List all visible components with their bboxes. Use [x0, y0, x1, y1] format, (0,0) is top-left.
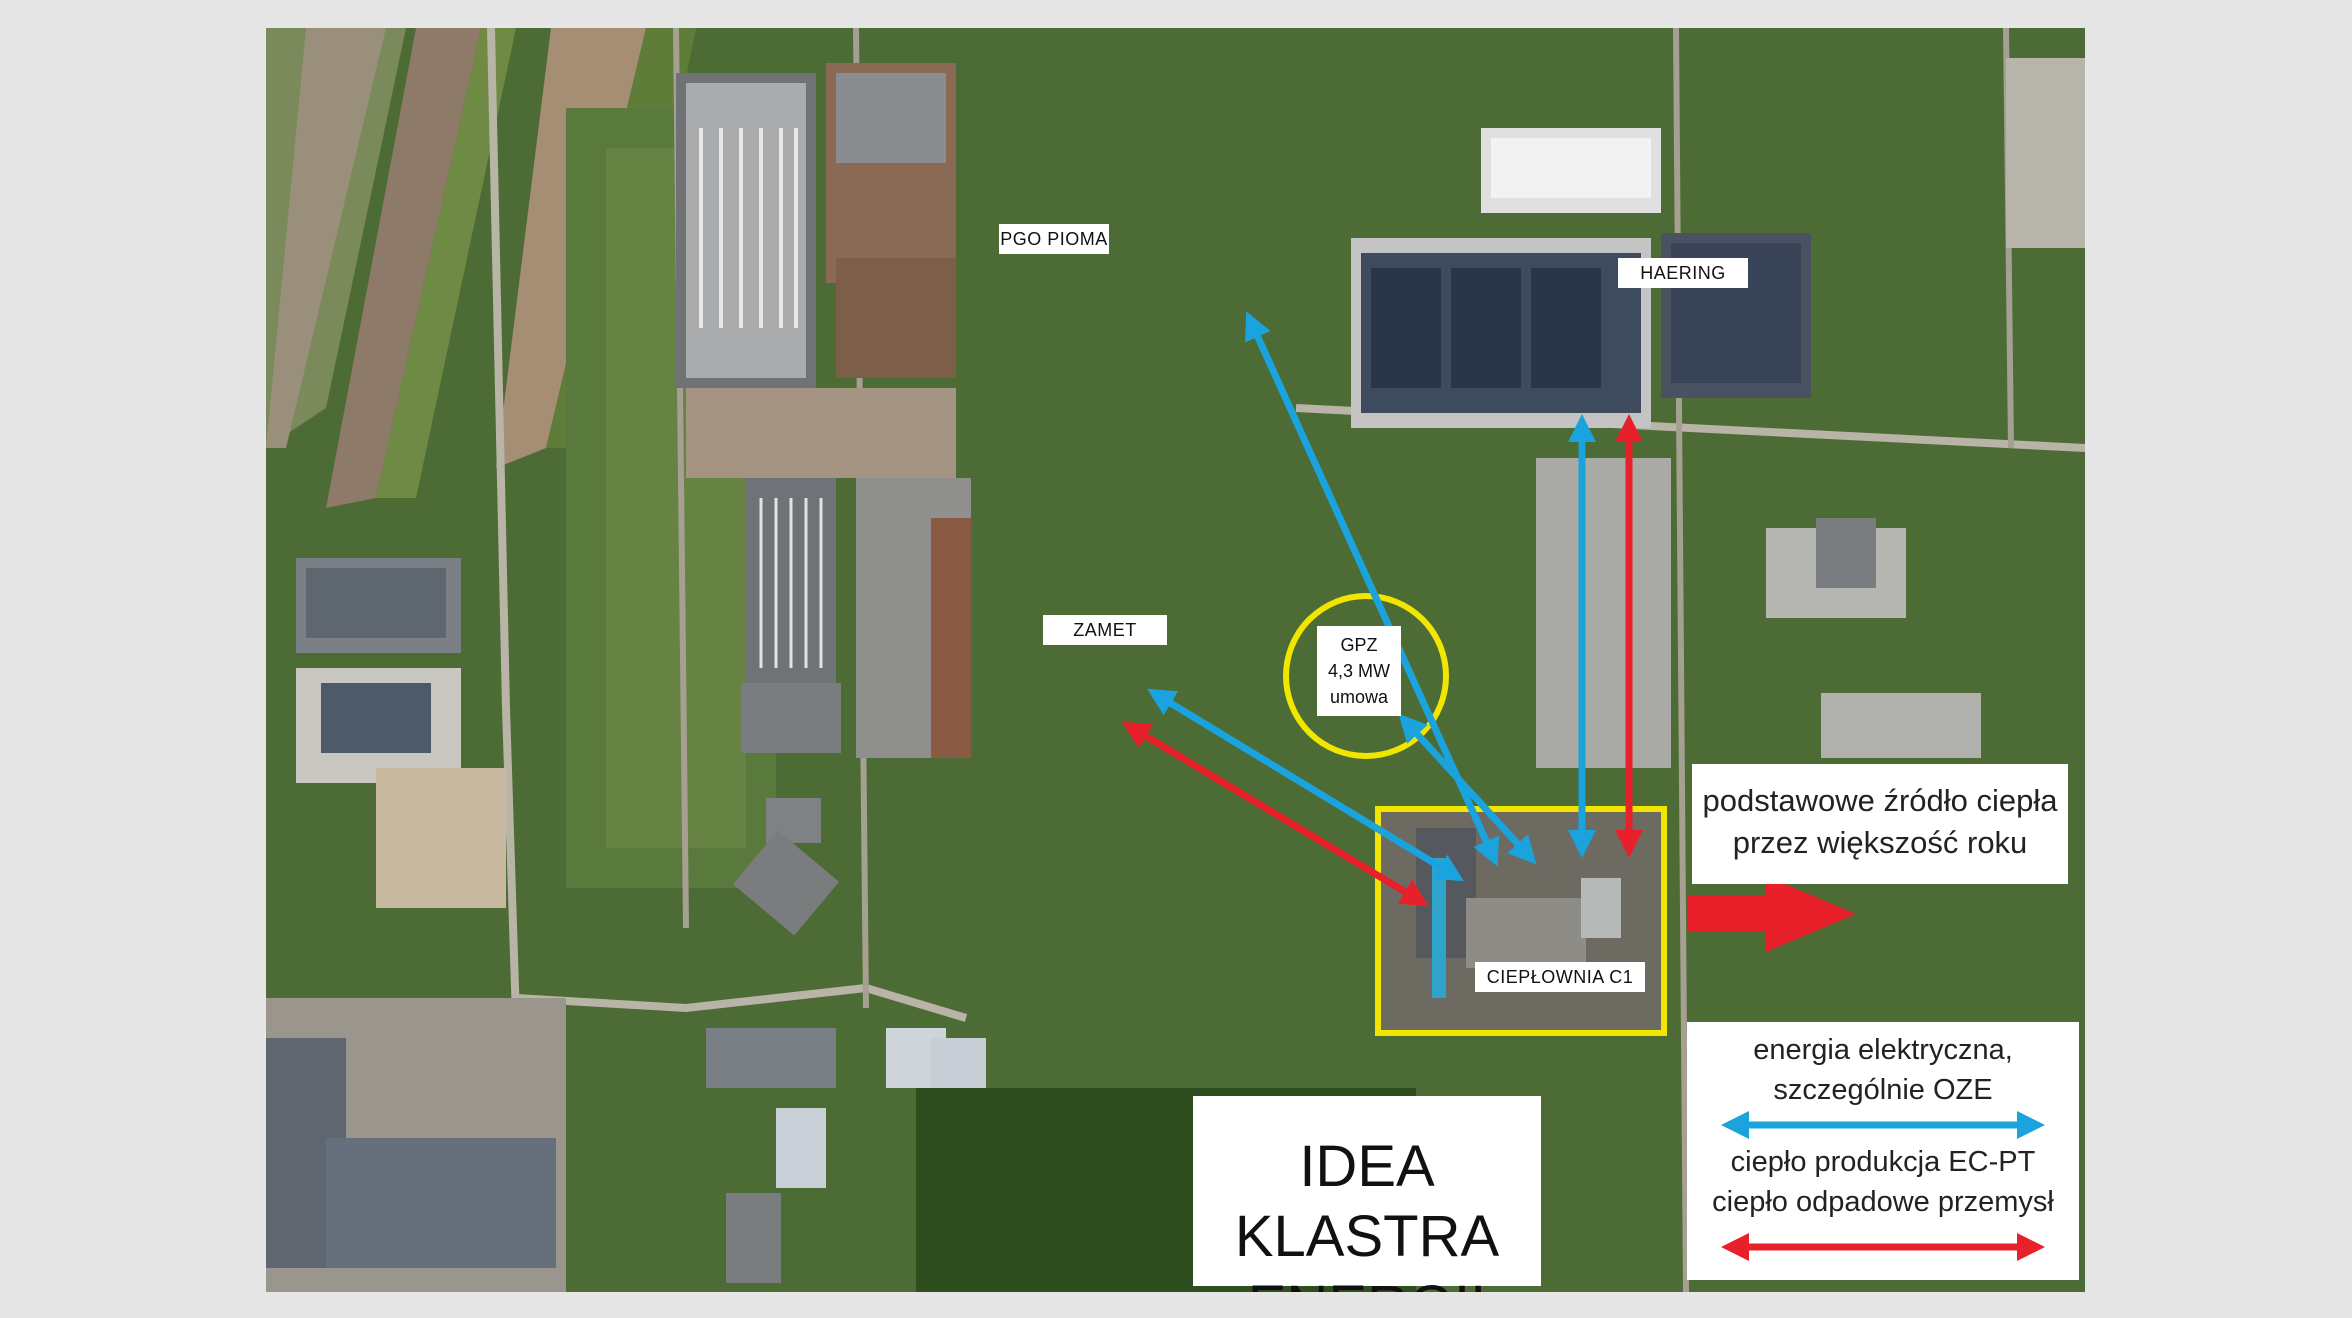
label-cieplownia-c1: CIEPŁOWNIA C1 — [1475, 962, 1645, 992]
legend-electric-text: energia elektryczna, szczególnie OZE — [1687, 1030, 2079, 1110]
title-line-2: ENERGII — [1193, 1272, 1541, 1292]
gpz-line-2: 4,3 MW — [1327, 661, 1390, 681]
gpz-line-1: GPZ — [1340, 635, 1378, 655]
map-slide: PGO PIOMA HAERING ZAMET CIEPŁOWNIA C1 GP… — [266, 28, 2085, 1292]
legend-heat-line-2: ciepło odpadowe przemysł — [1712, 1186, 2054, 1218]
label-haering: HAERING — [1618, 258, 1748, 288]
gpz-line-3: umowa — [1329, 687, 1389, 707]
heat-arrow-icon — [1721, 1233, 2045, 1261]
electric-arrow-icon — [1721, 1111, 2045, 1139]
legend-electric-line-1: energia elektryczna, — [1753, 1034, 2013, 1066]
heat-note-line-2: przez większość roku — [1732, 825, 2028, 860]
slide-title: IDEA KLASTRA ENERGII — [1193, 1096, 1541, 1292]
legend-heat-line-1: ciepło produkcja EC-PT — [1730, 1146, 2036, 1178]
legend-heat-text: ciepło produkcja EC-PT ciepło odpadowe p… — [1687, 1142, 2079, 1222]
title-line-1: IDEA KLASTRA — [1234, 1134, 1500, 1269]
label-zamet: ZAMET — [1043, 615, 1167, 645]
aerial-map — [266, 28, 2085, 1292]
gpz-label: GPZ 4,3 MW umowa — [1317, 626, 1401, 716]
heat-source-note: podstawowe źródło ciepła przez większość… — [1692, 764, 2068, 884]
legend-electric-line-2: szczególnie OZE — [1773, 1074, 1993, 1106]
heat-note-line-1: podstawowe źródło ciepła — [1702, 783, 2058, 818]
legend: energia elektryczna, szczególnie OZE cie… — [1687, 1022, 2079, 1280]
heat-supply-arrow-icon — [1688, 876, 1856, 952]
label-pgo-pioma: PGO PIOMA — [999, 224, 1109, 254]
